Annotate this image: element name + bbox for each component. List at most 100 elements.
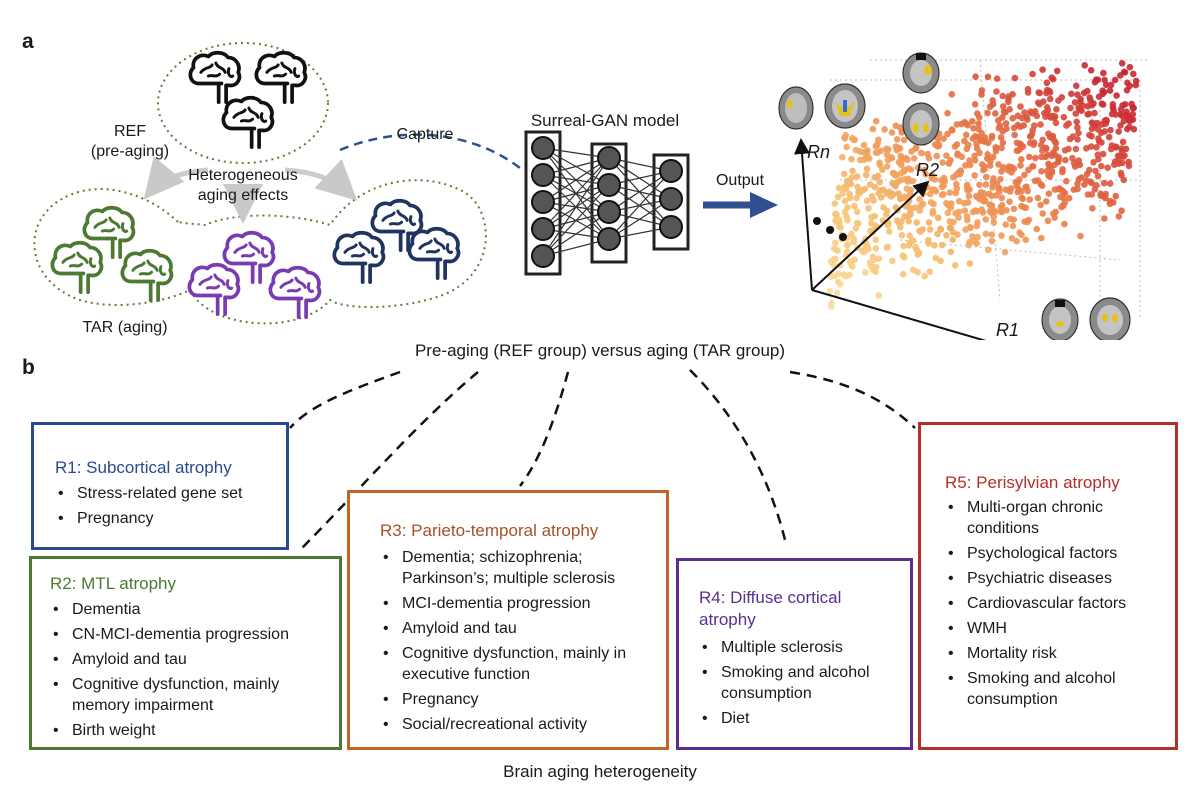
scatter-point (925, 219, 933, 226)
brain-slice-rn-1 (778, 86, 814, 130)
scatter-point (949, 236, 956, 243)
scatter-point (1016, 176, 1023, 183)
scatter-point (827, 303, 835, 310)
scatter-point (906, 232, 913, 239)
scatter-point (924, 150, 931, 158)
scatter-point (840, 170, 848, 178)
scatter-point (893, 217, 901, 224)
scatter-point (1099, 150, 1107, 158)
scatter-point (1098, 100, 1106, 107)
scatter-point (916, 195, 923, 203)
scatter-point (916, 207, 923, 214)
scatter-point (988, 132, 996, 140)
scatter-point (831, 200, 839, 207)
network-node (597, 227, 621, 251)
scatter-point (954, 150, 961, 157)
scatter-point (1003, 125, 1010, 132)
scatter-point (1039, 210, 1046, 217)
scatter-point (997, 134, 1005, 141)
scatter-point (957, 167, 964, 174)
scatter-point (851, 256, 858, 264)
scatter-point (909, 237, 917, 244)
scatter-point (872, 245, 880, 252)
scatter-point (1105, 133, 1113, 141)
scatter-point (995, 161, 1002, 168)
r2-box: R2: MTL atrophy Dementia CN-MCI-dementia… (29, 556, 342, 750)
scatter-point (868, 220, 875, 227)
connector-r2 (299, 371, 479, 551)
r5-list: Multi-organ chronic conditions Psycholog… (945, 497, 1170, 714)
scatter-point (1034, 99, 1042, 106)
scatter-point (926, 268, 934, 276)
comparison-label: Pre-aging (REF group) versus aging (TAR … (414, 341, 786, 360)
aging-arrow-left (143, 156, 209, 200)
network-node (659, 187, 683, 211)
scatter-point (1089, 205, 1096, 212)
scatter-point (1093, 144, 1100, 151)
scatter-point (947, 248, 955, 256)
scatter-point (1129, 116, 1137, 123)
scatter-point (952, 210, 959, 217)
scatter-point (1010, 205, 1018, 213)
scatter-point (1120, 68, 1128, 76)
scatter-point (937, 225, 944, 233)
scatter-point (1094, 125, 1102, 133)
scatter-point (1052, 145, 1060, 152)
scatter-point (1116, 152, 1124, 160)
scatter-point (883, 145, 890, 153)
scatter-point (1009, 222, 1017, 230)
scatter-point (865, 155, 873, 162)
panel-a-graphics (33, 42, 1150, 340)
scatter-point (950, 218, 957, 226)
scatter-point (971, 101, 979, 108)
scatter-point (1005, 163, 1012, 170)
scatter-point (925, 236, 932, 244)
aging-arrow-right (284, 158, 358, 201)
scatter-point (875, 292, 883, 299)
scatter-point (984, 73, 992, 81)
scatter-point (1051, 186, 1059, 193)
scatter-point (972, 73, 979, 80)
scatter-point (1042, 153, 1049, 161)
scatter-point (1027, 139, 1034, 147)
list-item: Pregnancy (55, 508, 285, 529)
list-item: Amyloid and tau (380, 618, 655, 639)
network-edge (542, 157, 610, 230)
scatter-point (1081, 62, 1088, 69)
scatter-point (1006, 198, 1013, 205)
scatter-point (886, 228, 893, 235)
scatter-point (1059, 202, 1067, 210)
network-node (531, 163, 555, 187)
scatter-point (1113, 92, 1120, 99)
scatter-point (1016, 229, 1023, 236)
scatter-point (1061, 220, 1068, 228)
scatter-point (961, 199, 968, 207)
scatter-point (850, 238, 858, 246)
scatter-point (1095, 135, 1102, 142)
scatter-point (1014, 121, 1022, 129)
scatter-point (963, 145, 971, 153)
scatter-point (884, 156, 892, 164)
r3-box: R3: Parieto-temporal atrophy Dementia; s… (347, 490, 669, 750)
list-item: Multiple sclerosis (699, 637, 904, 658)
scatter-point (905, 165, 912, 172)
scatter-point (1006, 215, 1014, 223)
output-arrowhead (750, 192, 778, 218)
scatter-point (944, 130, 951, 138)
scatter-point (895, 190, 902, 197)
scatter-point (1054, 158, 1062, 166)
scatter-point (973, 192, 980, 200)
scatter-point (872, 142, 880, 150)
scatter-point (903, 185, 911, 192)
scatter-point (948, 127, 956, 134)
scatter-point (1117, 110, 1124, 118)
scatter-point (939, 159, 946, 166)
scatter-point (988, 237, 996, 245)
scatter-point (1043, 79, 1051, 87)
scatter-point (1090, 159, 1097, 166)
scatter-point (1052, 119, 1060, 127)
scatter-point (1128, 100, 1135, 108)
scatter-point (1038, 234, 1045, 242)
model-title: Surreal-GAN model (530, 111, 680, 130)
scatter-point (1037, 201, 1044, 209)
